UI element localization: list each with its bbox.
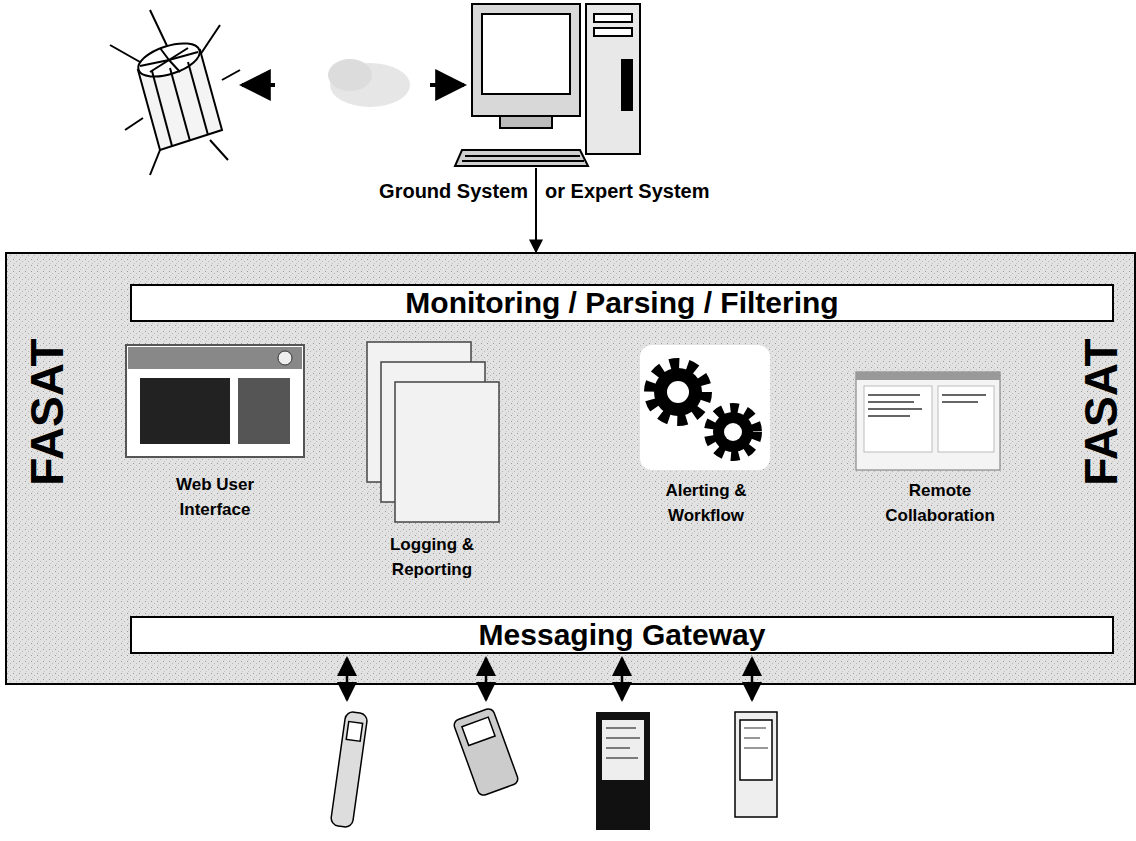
component-caption: Remote Collaboration [870, 478, 1010, 528]
cloud [328, 59, 372, 91]
gateway-band: Messaging Gateway [130, 616, 1114, 654]
fasat-ground [6, 253, 1136, 684]
collaboration-icon [856, 372, 1000, 470]
mobile-phone [330, 711, 368, 828]
pocket-pc [735, 712, 777, 817]
uplink-arrow [430, 83, 464, 87]
band-title: Monitoring / Parsing / Filtering [405, 286, 838, 320]
system-caption: Ground System [379, 180, 528, 203]
web-ui-icon [126, 345, 304, 457]
link-line [535, 168, 537, 212]
component-caption: Alerting & Workflow [646, 478, 766, 528]
downlink-arrow [242, 83, 275, 87]
system-caption: or Expert System [545, 180, 710, 203]
monitoring-band: Monitoring / Parsing / Filtering [130, 284, 1114, 322]
ground-system-node: Ground Systemor Expert System [380, 0, 692, 212]
device-link [347, 658, 752, 700]
component-caption: Logging & Reporting [377, 532, 487, 582]
flow-arrow [535, 212, 537, 252]
fasat-side-label: FASAT [1074, 338, 1128, 485]
computer [455, 4, 640, 166]
component-caption: Web User Interface [155, 472, 275, 522]
band-title: Messaging Gateway [479, 618, 766, 652]
pda-device [596, 712, 650, 830]
pages-icon [367, 342, 499, 522]
satellite [110, 10, 240, 175]
fasat-side-label: FASAT [20, 338, 74, 485]
gears-icon [640, 345, 770, 470]
pager [453, 707, 520, 797]
fasat-box: Monitoring / Parsing / FilteringMessagin… [5, 252, 1136, 685]
